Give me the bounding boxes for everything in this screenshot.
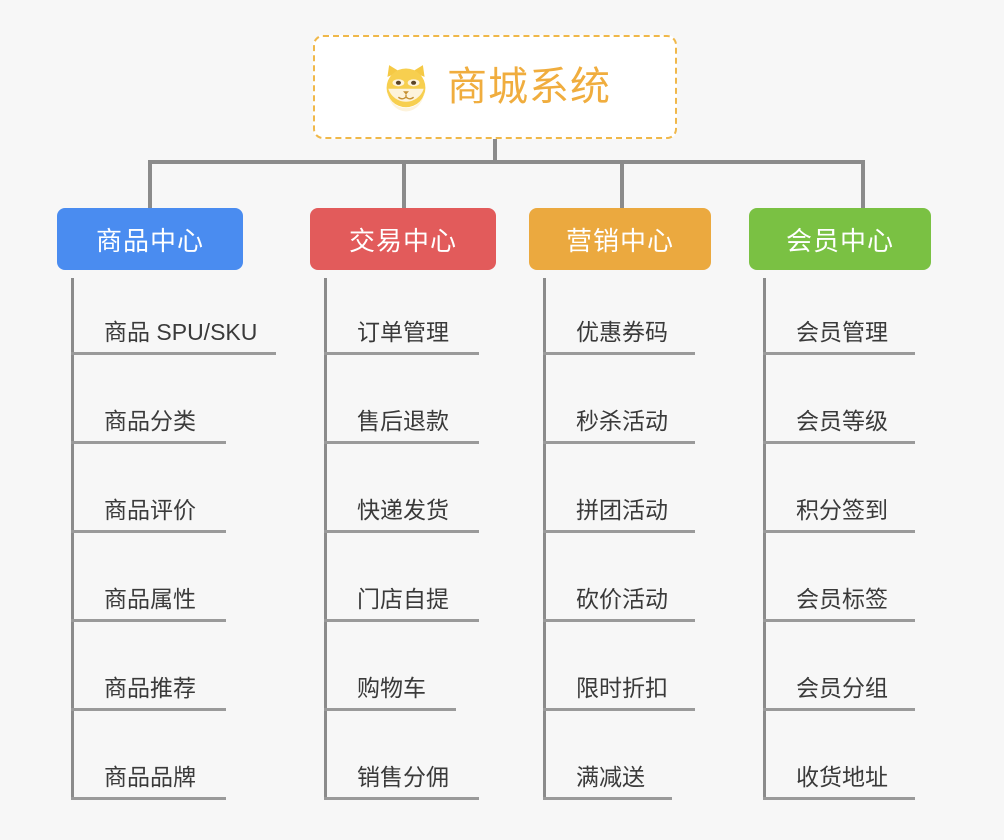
- leaf-item[interactable]: 订单管理: [324, 266, 479, 355]
- leaf-underline: [324, 619, 479, 622]
- leaf-underline: [71, 352, 276, 355]
- column-spine-3: [543, 278, 546, 800]
- leaf-item[interactable]: 快递发货: [324, 444, 479, 533]
- leaf-item[interactable]: 拼团活动: [543, 444, 695, 533]
- leaf-label: 商品 SPU/SKU: [104, 319, 258, 345]
- leaf-underline: [543, 619, 695, 622]
- leaf-item[interactable]: 砍价活动: [543, 533, 695, 622]
- leaf-label: 商品推荐: [104, 675, 196, 701]
- leaf-item[interactable]: 门店自提: [324, 533, 479, 622]
- category-header-label: 商品中心: [95, 225, 204, 256]
- leaf-label: 会员管理: [796, 319, 888, 345]
- root-stem-connector: [493, 139, 497, 164]
- leaf-underline: [324, 530, 479, 533]
- category-header-2[interactable]: 交易中心: [310, 208, 496, 270]
- leaf-underline: [71, 441, 226, 444]
- leaf-item[interactable]: 销售分佣: [324, 711, 479, 800]
- leaf-underline: [763, 441, 915, 444]
- leaf-label: 购物车: [357, 675, 426, 701]
- category-header-label: 营销中心: [565, 225, 674, 256]
- leaf-item[interactable]: 会员分组: [763, 622, 915, 711]
- leaf-item[interactable]: 满减送: [543, 711, 672, 800]
- leaf-underline: [71, 797, 226, 800]
- leaf-item[interactable]: 会员管理: [763, 266, 915, 355]
- leaf-label: 售后退款: [357, 408, 449, 434]
- leaf-underline: [543, 797, 672, 800]
- leaf-label: 商品属性: [104, 586, 196, 612]
- leaf-label: 快递发货: [357, 497, 449, 523]
- leaf-underline: [763, 530, 915, 533]
- leaf-underline: [543, 352, 695, 355]
- leaf-label: 门店自提: [357, 586, 449, 612]
- leaf-label: 订单管理: [357, 319, 449, 345]
- leaf-item[interactable]: 会员等级: [763, 355, 915, 444]
- leaf-item[interactable]: 秒杀活动: [543, 355, 695, 444]
- column-spine-2: [324, 278, 327, 800]
- leaf-label: 商品分类: [104, 408, 196, 434]
- leaf-label: 商品评价: [104, 497, 196, 523]
- column-spine-4: [763, 278, 766, 800]
- leaf-label: 秒杀活动: [576, 408, 668, 434]
- leaf-item[interactable]: 购物车: [324, 622, 456, 711]
- leaf-label: 收货地址: [796, 764, 888, 790]
- leaf-label: 拼团活动: [576, 497, 668, 523]
- leaf-underline: [71, 619, 226, 622]
- leaf-underline: [543, 708, 695, 711]
- drop-connector-1: [148, 160, 152, 208]
- leaf-label: 砍价活动: [576, 586, 668, 612]
- leaf-underline: [71, 530, 226, 533]
- leaf-label: 会员等级: [796, 408, 888, 434]
- leaf-underline: [543, 530, 695, 533]
- leaf-item[interactable]: 商品评价: [71, 444, 226, 533]
- leaf-label: 积分签到: [796, 497, 888, 523]
- category-header-1[interactable]: 商品中心: [57, 208, 243, 270]
- shiba-dog-icon: [379, 60, 433, 114]
- leaf-label: 优惠券码: [576, 319, 668, 345]
- leaf-item[interactable]: 收货地址: [763, 711, 915, 800]
- category-header-3[interactable]: 营销中心: [529, 208, 711, 270]
- column-spine-1: [71, 278, 74, 800]
- category-header-4[interactable]: 会员中心: [749, 208, 931, 270]
- leaf-label: 满减送: [576, 764, 645, 790]
- leaf-item[interactable]: 商品品牌: [71, 711, 226, 800]
- leaf-underline: [324, 797, 479, 800]
- leaf-underline: [763, 708, 915, 711]
- leaf-underline: [324, 352, 479, 355]
- drop-connector-2: [402, 160, 406, 208]
- leaf-underline: [71, 708, 226, 711]
- horizontal-bus-connector: [148, 160, 865, 164]
- leaf-item[interactable]: 限时折扣: [543, 622, 695, 711]
- leaf-item[interactable]: 商品 SPU/SKU: [71, 266, 276, 355]
- leaf-label: 销售分佣: [357, 764, 449, 790]
- leaf-item[interactable]: 商品分类: [71, 355, 226, 444]
- drop-connector-4: [861, 160, 865, 208]
- leaf-label: 会员标签: [796, 586, 888, 612]
- leaf-item[interactable]: 商品属性: [71, 533, 226, 622]
- root-node[interactable]: 商城系统: [313, 35, 677, 139]
- leaf-item[interactable]: 优惠券码: [543, 266, 695, 355]
- leaf-label: 限时折扣: [576, 675, 668, 701]
- leaf-item[interactable]: 商品推荐: [71, 622, 226, 711]
- leaf-item[interactable]: 积分签到: [763, 444, 915, 533]
- drop-connector-3: [620, 160, 624, 208]
- leaf-underline: [324, 441, 479, 444]
- leaf-underline: [324, 708, 456, 711]
- leaf-item[interactable]: 售后退款: [324, 355, 479, 444]
- leaf-underline: [763, 619, 915, 622]
- category-header-label: 交易中心: [348, 225, 457, 256]
- leaf-item[interactable]: 会员标签: [763, 533, 915, 622]
- leaf-underline: [763, 797, 915, 800]
- category-header-label: 会员中心: [785, 225, 894, 256]
- leaf-label: 会员分组: [796, 675, 888, 701]
- leaf-underline: [763, 352, 915, 355]
- leaf-underline: [543, 441, 695, 444]
- root-title: 商城系统: [447, 65, 611, 109]
- leaf-label: 商品品牌: [104, 764, 196, 790]
